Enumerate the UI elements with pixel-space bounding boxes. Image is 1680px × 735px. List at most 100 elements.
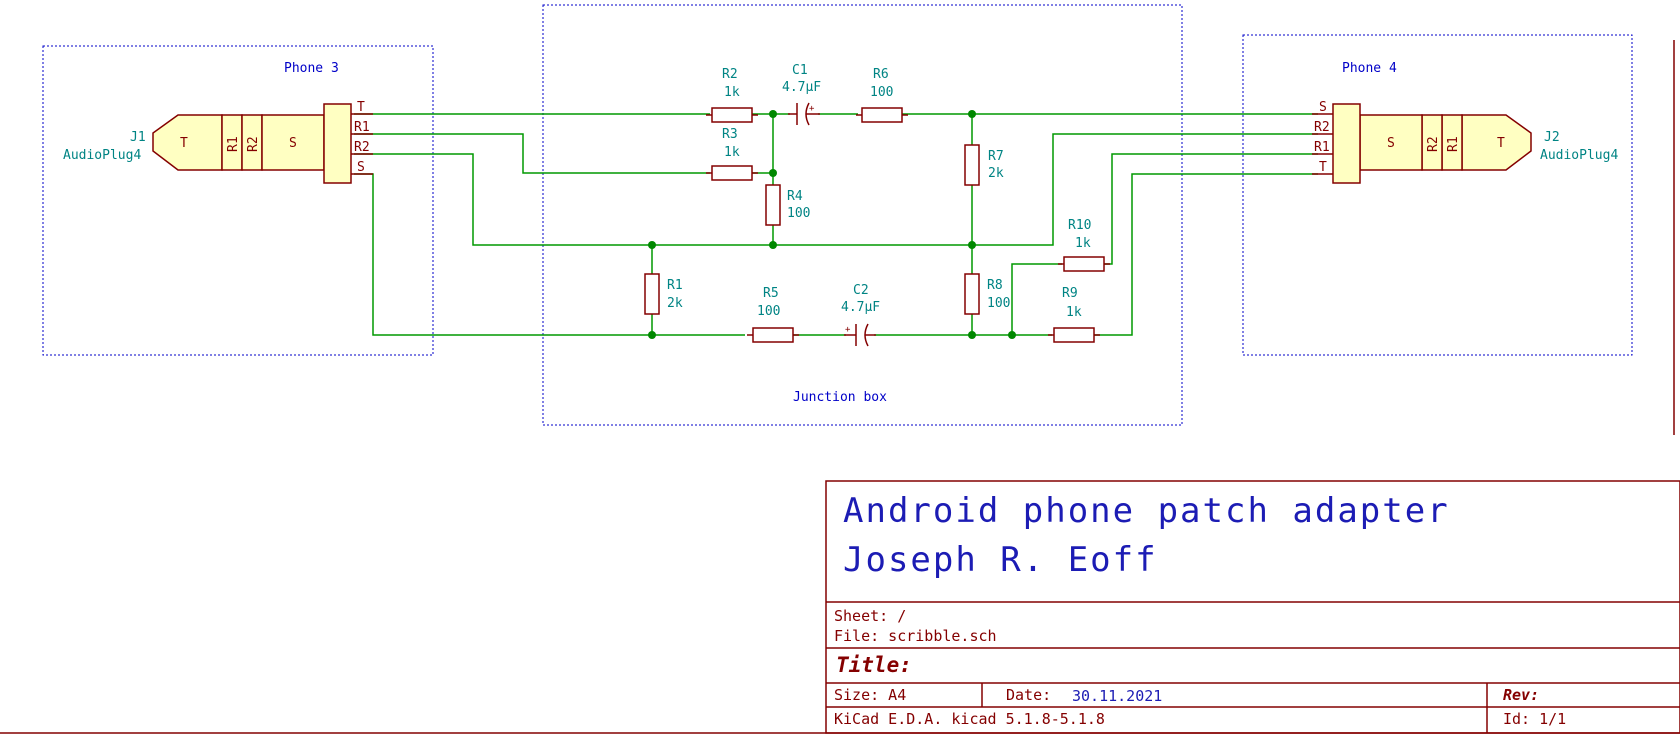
r2-value: 1k — [724, 85, 740, 100]
r1-value: 2k — [667, 296, 683, 311]
title-block-file: File: scribble.sch — [834, 627, 997, 645]
j2-sleeve-label: S — [1387, 136, 1395, 151]
title-block-frame — [825, 480, 1680, 734]
j2-value: AudioPlug4 — [1540, 148, 1618, 163]
wire-j1-r2 — [354, 133, 1318, 246]
j2-audio-plug[interactable] — [1332, 103, 1532, 184]
wire-j1-s — [354, 173, 745, 336]
r3-value: 1k — [724, 145, 740, 160]
j1-pin-r2: R2 — [354, 140, 370, 155]
title-block-kicad: KiCad E.D.A. kicad 5.1.8-5.1.8 — [834, 710, 1105, 728]
wire-r10-left — [1011, 263, 1062, 335]
title-block-date-label: Date: — [1006, 686, 1051, 704]
title-block-comment2: Joseph R. Eoff — [843, 540, 1158, 580]
r6-ref: R6 — [873, 67, 889, 82]
j1-sleeve — [261, 114, 325, 171]
title-block-title-label: Title: — [836, 653, 912, 677]
j2-pin-t: T — [1319, 160, 1327, 175]
r7-body[interactable] — [964, 144, 980, 186]
c1-plus-mark: + — [809, 104, 815, 114]
r2-body[interactable] — [711, 107, 753, 123]
c1-value: 4.7µF — [782, 80, 821, 95]
r7-value: 2k — [988, 166, 1004, 181]
title-block-comment1: Android phone patch adapter — [843, 491, 1450, 531]
j1-ref: J1 — [130, 130, 146, 145]
c2-capacitor[interactable]: + — [844, 323, 876, 347]
junction-dot — [769, 169, 777, 177]
phone4-frame — [1242, 34, 1633, 356]
junction-dot — [968, 110, 976, 118]
title-block-sheet: Sheet: / — [834, 607, 906, 625]
j2-sleeve — [1359, 114, 1423, 171]
r9-value: 1k — [1066, 305, 1082, 320]
r3-ref: R3 — [722, 127, 738, 142]
r9-body[interactable] — [1053, 327, 1095, 343]
r10-body[interactable] — [1063, 256, 1105, 272]
r6-value: 100 — [870, 85, 893, 100]
j2-ring2-label: R2 — [1426, 136, 1441, 152]
junction-dot — [648, 241, 656, 249]
junctions — [648, 110, 1016, 339]
j1-sleeve-label: S — [289, 136, 297, 151]
r8-value: 100 — [987, 296, 1010, 311]
j1-audio-plug[interactable] — [152, 103, 352, 184]
j1-pin-r1: R1 — [354, 120, 370, 135]
junction-box-frame — [542, 4, 1183, 426]
r3-body[interactable] — [711, 165, 753, 181]
junction-dot — [769, 241, 777, 249]
r5-body[interactable] — [752, 327, 794, 343]
junction-dot — [968, 241, 976, 249]
j2-ring1-label: R1 — [1446, 136, 1461, 152]
r2-ref: R2 — [722, 67, 738, 82]
j1-pin-stubs — [351, 113, 373, 175]
junction-dot — [769, 110, 777, 118]
phone4-label: Phone 4 — [1342, 61, 1397, 76]
c2-ref: C2 — [853, 283, 869, 298]
r8-body[interactable] — [964, 273, 980, 315]
r6-body[interactable] — [861, 107, 903, 123]
c2-value: 4.7µF — [841, 300, 880, 315]
j2-ref: J2 — [1544, 130, 1560, 145]
junction-dot — [968, 331, 976, 339]
j1-pin-t: T — [357, 100, 365, 115]
title-block-rev-label: Rev: — [1503, 686, 1539, 704]
r1-ref: R1 — [667, 278, 683, 293]
sheet-frames — [42, 4, 1633, 426]
j1-ring2-label: R2 — [246, 136, 261, 152]
r8-ref: R8 — [987, 278, 1003, 293]
junction-dot — [648, 331, 656, 339]
wires — [354, 113, 1318, 336]
c1-capacitor[interactable]: + — [788, 102, 820, 126]
j2-pin-r1: R1 — [1314, 140, 1330, 155]
r1-body[interactable] — [644, 273, 660, 315]
r5-ref: R5 — [763, 286, 779, 301]
junction-box-label: Junction box — [793, 390, 887, 405]
j1-tip-label: T — [180, 136, 188, 151]
wire-r10-j2r1 — [1104, 153, 1318, 265]
j2-pin-stubs — [1312, 113, 1333, 175]
r4-ref: R4 — [787, 189, 803, 204]
title-block-size: Size: A4 — [834, 686, 906, 704]
junction-dot — [1008, 331, 1016, 339]
r5-value: 100 — [757, 304, 780, 319]
r7-ref: R7 — [988, 149, 1004, 164]
r4-value: 100 — [787, 206, 810, 221]
resistor-bodies — [644, 107, 1105, 343]
title-block-date-value: 30.11.2021 — [1072, 687, 1162, 705]
title-block-id: Id: 1/1 — [1503, 710, 1566, 728]
j1-ring1-label: R1 — [226, 136, 241, 152]
c2-plus-mark: + — [845, 325, 851, 335]
title-block — [825, 480, 1680, 734]
wire-j1-r1 — [354, 133, 710, 174]
resistor-leads — [706, 114, 1110, 336]
phone3-frame — [42, 45, 434, 356]
j2-pin-s: S — [1319, 100, 1327, 115]
r10-value: 1k — [1075, 236, 1091, 251]
j1-value: AudioPlug4 — [63, 148, 141, 163]
wire-r9-j2t — [1094, 173, 1318, 336]
r10-ref: R10 — [1068, 218, 1091, 233]
phone3-label: Phone 3 — [284, 61, 339, 76]
r4-body[interactable] — [765, 184, 781, 226]
j2-tip-label: T — [1497, 136, 1505, 151]
j2-pin-r2: R2 — [1314, 120, 1330, 135]
